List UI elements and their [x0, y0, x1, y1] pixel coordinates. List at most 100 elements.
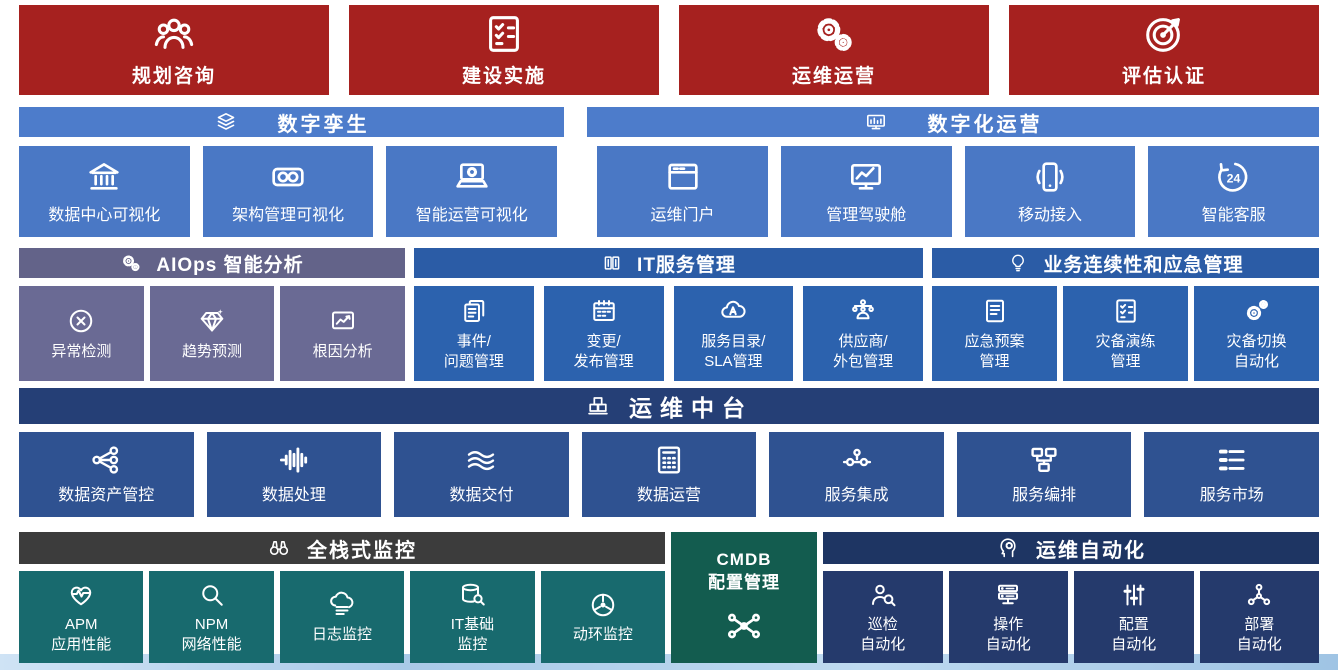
- tile-datacenter-visualization: 数据中心可视化: [19, 146, 190, 237]
- gear-wrench-icon: [1242, 296, 1272, 326]
- tile-label: 数据交付: [449, 487, 514, 505]
- tile-label: 异常检测: [51, 342, 112, 360]
- tile-label: 巡检 自动化: [860, 616, 906, 653]
- tile-inspection-automation: 巡检 自动化: [823, 571, 943, 663]
- tile-label: 应急预案 管理: [964, 333, 1025, 370]
- chart-icon: [328, 306, 358, 336]
- tile-npm: NPM 网络性能: [149, 571, 274, 663]
- tile-dr-switch-automation: 灾备切换 自动化: [1194, 286, 1319, 381]
- tile-label: 运维门户: [650, 206, 715, 224]
- calendar-icon: [589, 296, 619, 326]
- tile-vendor-outsourcing: 供应商/ 外包管理: [803, 286, 923, 381]
- section-header-itsm: IT服务管理: [414, 248, 923, 278]
- calculator-icon: [651, 442, 687, 478]
- tile-architecture-visualization: 架构管理可视化: [202, 146, 374, 237]
- tile-dr-drill: 灾备演练 管理: [1063, 286, 1188, 381]
- checklist-icon: [1111, 296, 1141, 326]
- tile-deployment-automation: 部署 自动化: [1199, 571, 1319, 663]
- tile-label: 操作 自动化: [985, 616, 1031, 653]
- gauge-icon: [588, 590, 618, 620]
- tile-label: 灾备演练 管理: [1095, 333, 1156, 370]
- tile-label: 数据中心可视化: [48, 206, 161, 224]
- tile-label: 根因分析: [312, 342, 373, 360]
- tile-label: 数据运营: [637, 487, 702, 505]
- head-gear-icon: [996, 536, 1020, 560]
- bank-icon: [84, 157, 124, 197]
- tile-label: 智能客服: [1201, 206, 1266, 224]
- section-header-aiops: AIOps 智能分析: [19, 248, 405, 278]
- tile-label: 供应商/ 外包管理: [833, 333, 894, 370]
- platform-tile-row: 数据资产管控 数据处理 数据交付 数据运营 服务集成 服务编排 服务市场: [19, 432, 1320, 517]
- section-header-bcm: 业务连续性和应急管理: [932, 248, 1319, 278]
- tile-label: 架构管理可视化: [232, 206, 345, 224]
- section-header-full-stack-monitoring: 全栈式监控: [19, 532, 665, 564]
- phase-row: 规划咨询 建设实施 运维运营 评估认证: [19, 5, 1319, 95]
- magnifier-icon: [197, 580, 227, 610]
- boxes-icon: [601, 252, 623, 274]
- binoculars-icon: [267, 536, 291, 560]
- gears-icon: [811, 11, 857, 57]
- mobile-icon: [1030, 157, 1070, 197]
- tile-data-processing: 数据处理: [206, 432, 382, 517]
- tile-cmdb: CMDB 配置管理: [671, 532, 817, 663]
- diamond-icon: [197, 306, 227, 336]
- tile-label: 事件/ 问题管理: [443, 333, 504, 370]
- section-header-label: 全栈式监控: [307, 539, 417, 562]
- tile-label: 趋势预测: [182, 342, 243, 360]
- section-header-ops-middle-platform: 运维中台: [19, 388, 1319, 424]
- deploy-icon: [1244, 580, 1274, 610]
- sliders-icon: [1119, 580, 1149, 610]
- doc-icon: [980, 296, 1010, 326]
- people-icon: [151, 11, 197, 57]
- tile-catalog-sla: 服务目录/ SLA管理: [673, 286, 794, 381]
- tile-anomaly-detection: 异常检测: [19, 286, 144, 381]
- tile-change-release: 变更/ 发布管理: [543, 286, 664, 381]
- heart-pulse-icon: [66, 580, 96, 610]
- tile-trend-prediction: 趋势预测: [149, 286, 275, 381]
- tile-label: 服务编排: [1012, 487, 1077, 505]
- bottom-section: 全栈式监控 APM 应用性能 NPM 网络性能 日志监控 IT基础 监控: [19, 532, 1319, 663]
- section-header-digital-operations: 数字化运营: [587, 107, 1319, 137]
- tile-operation-automation: 操作 自动化: [948, 571, 1068, 663]
- tile-log-monitoring: 日志监控: [279, 571, 405, 663]
- section-header-label: 数字孪生: [277, 113, 370, 136]
- tile-service-integration: 服务集成: [769, 432, 944, 517]
- visual-tile-row: 数据中心可视化 架构管理可视化 智能运营可视化 运维门户 管理驾驶舱 移动接入 …: [19, 146, 1320, 237]
- tile-label: 服务集成: [824, 487, 889, 505]
- share-icon: [88, 442, 124, 478]
- aiops-tiles: 异常检测 趋势预测 根因分析: [19, 286, 406, 381]
- list-icon: [1214, 442, 1250, 478]
- tile-label: 数据资产管控: [58, 487, 155, 505]
- laptop-gear-icon: [452, 157, 492, 197]
- tile-service-marketplace: 服务市场: [1144, 432, 1320, 517]
- phase-tile-planning: 规划咨询: [19, 5, 329, 95]
- tile-label: APM 应用性能: [51, 616, 112, 653]
- cloud-server-icon: [327, 590, 357, 620]
- section-header-label: 业务连续性和应急管理: [1043, 254, 1244, 276]
- phase-tile-operations: 运维运营: [679, 5, 989, 95]
- section-header-label: IT服务管理: [637, 254, 736, 276]
- network-icon: [724, 606, 764, 646]
- tile-service-orchestration: 服务编排: [956, 432, 1132, 517]
- anomaly-icon: [66, 306, 96, 336]
- phase-tile-implementation: 建设实施: [349, 5, 659, 95]
- tile-configuration-automation: 配置 自动化: [1074, 571, 1194, 663]
- visual-header-row: 数字孪生 数字化运营: [19, 107, 1319, 137]
- tile-it-infrastructure-monitoring: IT基础 监控: [410, 571, 535, 663]
- person-search-icon: [868, 580, 898, 610]
- tile-emergency-plan: 应急预案 管理: [932, 286, 1057, 381]
- tile-ops-portal: 运维门户: [597, 146, 768, 237]
- db-search-icon: [457, 580, 487, 610]
- automation-column: 运维自动化 巡检 自动化 操作 自动化 配置 自动化 部署 自动化: [823, 532, 1319, 663]
- waveform-icon: [276, 442, 312, 478]
- tile-label: 管理驾驶舱: [826, 206, 907, 224]
- tile-label: 变更/ 发布管理: [573, 333, 634, 370]
- checklist-icon: [481, 11, 527, 57]
- tile-label: 配置 自动化: [1111, 616, 1157, 653]
- service-header-row: AIOps 智能分析 IT服务管理 业务连续性和应急管理: [19, 248, 1319, 278]
- itsm-tiles: 事件/ 问题管理 变更/ 发布管理 服务目录/ SLA管理 供应商/ 外包管理: [414, 286, 923, 381]
- tile-apm: APM 应用性能: [19, 571, 144, 663]
- tile-label: 服务市场: [1199, 487, 1264, 505]
- section-header-ops-automation: 运维自动化: [823, 532, 1319, 564]
